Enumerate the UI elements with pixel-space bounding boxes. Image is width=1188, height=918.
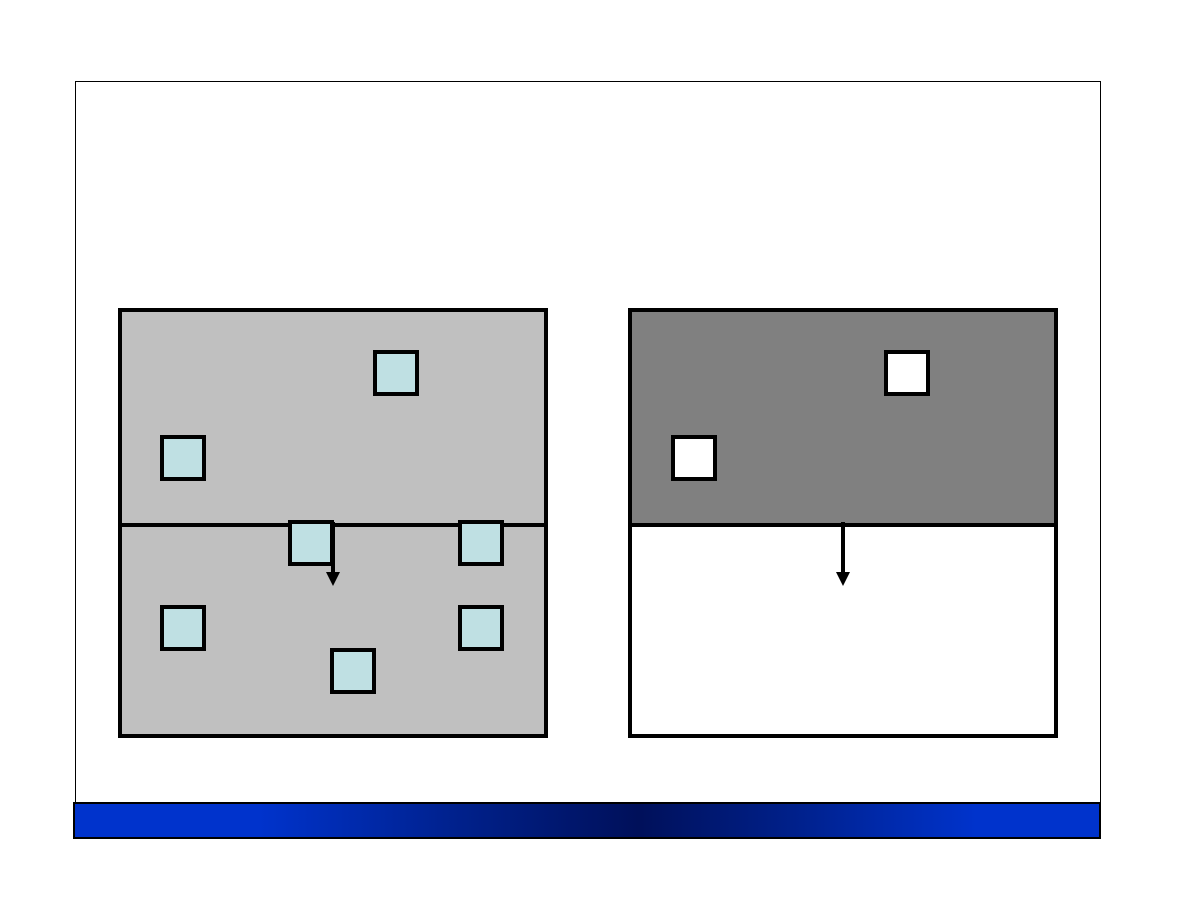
- left-upper-particle: [373, 350, 419, 396]
- left-lower-particle: [458, 520, 504, 566]
- left-lower-particle: [330, 648, 376, 694]
- right-down-arrow: [836, 522, 850, 586]
- left-lower-particle: [160, 605, 206, 651]
- right-upper-particle: [671, 435, 717, 481]
- left-down-arrow: [326, 522, 340, 586]
- footer-bar: [73, 802, 1101, 839]
- right-panel-upper-region: [632, 312, 1054, 523]
- left-panel-upper-region: [122, 312, 544, 523]
- left-upper-particle: [160, 435, 206, 481]
- left-lower-particle: [458, 605, 504, 651]
- right-upper-particle: [884, 350, 930, 396]
